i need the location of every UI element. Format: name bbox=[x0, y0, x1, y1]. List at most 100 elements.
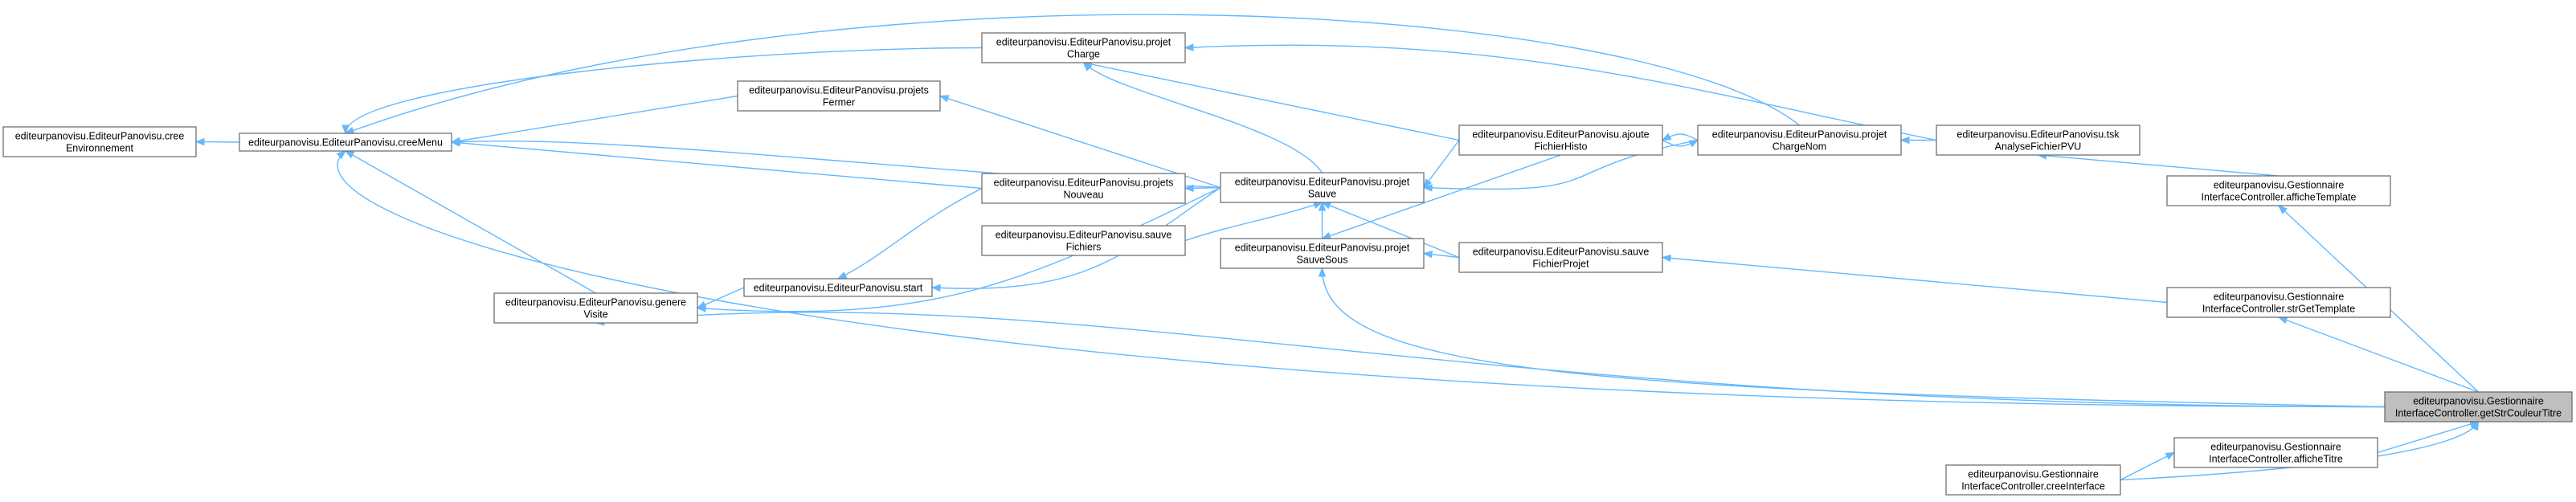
edge-line bbox=[1184, 44, 1937, 141]
edge-projet_sauve-to-projet_charge bbox=[1082, 62, 1323, 173]
node-cree-env[interactable]: editeurpanovisu.EditeurPanovisu.creeEnvi… bbox=[2, 126, 197, 157]
node-start[interactable]: editeurpanovisu.EditeurPanovisu.start bbox=[743, 278, 933, 297]
node-projet-sauve[interactable]: editeurpanovisu.EditeurPanovisu.projetSa… bbox=[1220, 172, 1425, 203]
node-box bbox=[1458, 124, 1663, 156]
node-label-line: Charge bbox=[1067, 49, 1100, 60]
edge-line bbox=[2120, 451, 2175, 481]
edge-line bbox=[1321, 267, 2386, 408]
edge-arrowhead bbox=[2471, 420, 2480, 431]
edge-line bbox=[1322, 202, 1460, 259]
edge-line bbox=[1662, 256, 2168, 304]
edge-line bbox=[1423, 140, 1460, 188]
node-label-line: editeurpanovisu.EditeurPanovisu.sauve bbox=[996, 230, 1172, 241]
node-label-line: editeurpanovisu.EditeurPanovisu.cree bbox=[15, 131, 185, 142]
edge-arrowhead bbox=[344, 150, 355, 159]
node-box bbox=[981, 32, 1186, 63]
node-box bbox=[737, 80, 941, 112]
edge-arrowhead bbox=[930, 284, 941, 292]
edge-sauve_fichiers-to-projet_sauve bbox=[1184, 201, 1323, 242]
node-cree-menu[interactable]: editeurpanovisu.EditeurPanovisu.creeMenu bbox=[239, 133, 452, 152]
edge-line bbox=[451, 95, 738, 143]
edge-arrowhead bbox=[1422, 184, 1433, 192]
edge-arrowhead bbox=[1321, 232, 1331, 240]
edge-arrowhead bbox=[696, 304, 706, 312]
edge-arrowhead bbox=[1318, 201, 1327, 211]
edge-get_str_couleur_titre-to-str_get_template bbox=[2277, 316, 2479, 393]
node-box bbox=[2384, 391, 2573, 422]
edge-line bbox=[697, 287, 745, 309]
node-affiche-titre[interactable]: editeurpanovisu.GestionnaireInterfaceCon… bbox=[2173, 437, 2378, 468]
node-genere-visite[interactable]: editeurpanovisu.EditeurPanovisu.genereVi… bbox=[493, 292, 698, 324]
node-box bbox=[743, 278, 933, 297]
node-box bbox=[2, 126, 197, 157]
edge-get_str_couleur_titre-to-projet_sauve_sous bbox=[1318, 267, 2386, 408]
node-affiche-template[interactable]: editeurpanovisu.GestionnaireInterfaceCon… bbox=[2166, 175, 2391, 206]
node-label-line: editeurpanovisu.EditeurPanovisu.projet bbox=[1235, 177, 1410, 188]
edge-arrowhead bbox=[2165, 451, 2176, 460]
node-projet-sauve-sous[interactable]: editeurpanovisu.EditeurPanovisu.projetSa… bbox=[1220, 238, 1425, 269]
edge-projet_sauve-to-genere_visite bbox=[696, 186, 1221, 312]
node-sauve-fichiers[interactable]: editeurpanovisu.EditeurPanovisu.sauveFic… bbox=[981, 225, 1186, 256]
node-projets-fermer[interactable]: editeurpanovisu.EditeurPanovisu.projetsF… bbox=[737, 80, 941, 112]
edge-line bbox=[345, 47, 983, 134]
node-box bbox=[1458, 242, 1663, 273]
node-projet-charge-nom[interactable]: editeurpanovisu.EditeurPanovisu.projetCh… bbox=[1697, 124, 1902, 156]
node-cree-interface[interactable]: editeurpanovisu.GestionnaireInterfaceCon… bbox=[1945, 464, 2121, 496]
node-label-line: editeurpanovisu.Gestionnaire bbox=[1968, 469, 2099, 480]
edge-get_str_couleur_titre-to-genere_visite bbox=[595, 312, 2386, 408]
node-label-line: InterfaceController.afficheTitre bbox=[2209, 454, 2343, 465]
edge-arrowhead bbox=[1184, 43, 1194, 51]
node-label-line: editeurpanovisu.Gestionnaire bbox=[2210, 442, 2341, 453]
node-projet-charge[interactable]: editeurpanovisu.EditeurPanovisu.projetCh… bbox=[981, 32, 1186, 63]
node-label-line: Environnement bbox=[66, 143, 134, 154]
edge-line bbox=[1083, 62, 1323, 173]
node-tsk-analyse[interactable]: editeurpanovisu.EditeurPanovisu.tskAnaly… bbox=[1936, 124, 2141, 156]
edge-projet_sauve-to-projets_nouveau bbox=[1184, 184, 1221, 192]
node-box bbox=[1220, 172, 1425, 203]
node-label-line: editeurpanovisu.Gestionnaire bbox=[2214, 292, 2345, 303]
edge-projet_charge-to-cree_menu bbox=[341, 47, 983, 135]
edge-projet_sauve-to-start bbox=[930, 186, 1221, 292]
edge-line bbox=[2377, 421, 2479, 454]
edge-arrowhead bbox=[1661, 133, 1672, 141]
edge-line bbox=[451, 141, 983, 190]
edge-arrowhead bbox=[341, 124, 350, 135]
edge-ajoute_fichier_histo-to-projet_charge bbox=[1082, 60, 1460, 141]
edge-line bbox=[337, 150, 2386, 408]
node-sauve-fichier-projet[interactable]: editeurpanovisu.EditeurPanovisu.sauveFic… bbox=[1458, 242, 1663, 273]
edge-projets_fermer-to-cree_menu bbox=[450, 95, 738, 145]
node-box bbox=[1697, 124, 1902, 156]
node-label-line: editeurpanovisu.EditeurPanovisu.ajoute bbox=[1472, 129, 1649, 141]
edge-line bbox=[2278, 316, 2479, 393]
node-label-line: ChargeNom bbox=[1773, 141, 1826, 153]
node-label-line: Visite bbox=[583, 309, 607, 320]
edge-line bbox=[1322, 154, 1561, 239]
node-projets-nouveau[interactable]: editeurpanovisu.EditeurPanovisu.projetsN… bbox=[981, 173, 1186, 204]
edge-sauve_fichier_projet-to-projet_sauve bbox=[1321, 202, 1460, 259]
edge-projet_sauve_sous-to-projet_sauve bbox=[1318, 201, 1327, 239]
edge-arrowhead bbox=[2277, 316, 2288, 324]
node-get-str-couleur-titre[interactable]: editeurpanovisu.GestionnaireInterfaceCon… bbox=[2384, 391, 2573, 422]
node-label-line: editeurpanovisu.EditeurPanovisu.start bbox=[754, 283, 923, 294]
edge-arrowhead bbox=[836, 271, 848, 280]
edge-line bbox=[2038, 154, 2280, 177]
edge-arrowhead bbox=[2278, 205, 2288, 214]
node-box bbox=[2166, 287, 2391, 318]
node-label-line: editeurpanovisu.EditeurPanovisu.projet bbox=[1235, 243, 1410, 254]
node-ajoute-fichier-histo[interactable]: editeurpanovisu.EditeurPanovisu.ajouteFi… bbox=[1458, 124, 1663, 156]
node-label-line: editeurpanovisu.EditeurPanovisu.sauve bbox=[1473, 247, 1650, 258]
edge-affiche_template-to-tsk_analyse bbox=[2037, 152, 2280, 177]
node-label-line: AnalyseFichierPVU bbox=[1995, 141, 2082, 153]
edge-str_get_template-to-sauve_fichier_projet bbox=[1661, 254, 2168, 304]
node-label-line: editeurpanovisu.EditeurPanovisu.projets bbox=[994, 178, 1174, 189]
node-str-get-template[interactable]: editeurpanovisu.GestionnaireInterfaceCon… bbox=[2166, 287, 2391, 318]
node-label-line: editeurpanovisu.Gestionnaire bbox=[2413, 396, 2544, 407]
node-label-line: InterfaceController.getStrCouleurTitre bbox=[2395, 408, 2562, 419]
edge-genere_visite-to-cree_menu bbox=[344, 150, 596, 294]
edge-ajoute_fichier_histo-to-projet_sauve bbox=[1423, 140, 1460, 189]
edge-tsk_analyse-to-projet_charge_nom bbox=[1899, 136, 1936, 145]
edge-cree_menu-to-cree_env bbox=[194, 137, 240, 146]
node-label-line: FichierProjet bbox=[1532, 259, 1589, 270]
edge-line bbox=[595, 312, 2386, 408]
